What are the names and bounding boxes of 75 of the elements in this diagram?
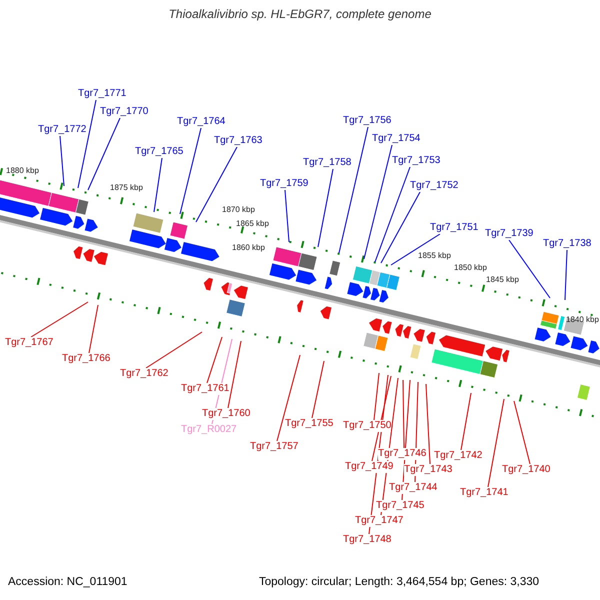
gene-label: Tgr7_1760 xyxy=(202,408,250,420)
gene-label: Tgr7_1747 xyxy=(355,515,404,527)
gene-label: Tgr7_R0027 xyxy=(181,424,237,436)
gene-label: Tgr7_1746 xyxy=(378,448,426,460)
leader-line xyxy=(78,100,96,188)
leader-line xyxy=(154,158,162,212)
leader-line xyxy=(514,400,530,464)
leader-line xyxy=(374,166,410,262)
position-label: 1850 kbp xyxy=(454,262,487,274)
gene-label: Tgr7_1757 xyxy=(250,441,298,453)
leader-line xyxy=(460,392,472,450)
gene-label: Tgr7_1766 xyxy=(62,353,110,365)
gene-label: Tgr7_1767 xyxy=(5,337,54,349)
leader-line xyxy=(508,240,550,298)
position-label: 1875 kbp xyxy=(110,182,143,194)
leader-line xyxy=(312,360,324,418)
gene-label: Tgr7_1750 xyxy=(343,420,392,432)
leader-line xyxy=(390,234,440,266)
gene-label: Tgr7_1772 xyxy=(38,124,86,136)
gene-label: Tgr7_1771 xyxy=(78,88,126,100)
position-label: 1840 kbp xyxy=(566,314,599,326)
leader-line xyxy=(364,144,392,260)
position-label: 1880 kbp xyxy=(6,165,39,177)
gene-label: Tgr7_1765 xyxy=(135,146,184,158)
gene-label: Tgr7_1761 xyxy=(181,383,230,395)
leader-line xyxy=(488,398,504,488)
leader-line xyxy=(426,384,430,464)
leader-line xyxy=(88,304,98,354)
position-label: 1845 kbp xyxy=(486,274,519,286)
gene-label: Tgr7_1763 xyxy=(214,135,262,147)
position-label: 1865 kbp xyxy=(236,218,269,230)
gene-label: Tgr7_1753 xyxy=(392,155,440,167)
leader-line xyxy=(402,380,404,448)
gene-label: Tgr7_1754 xyxy=(372,133,420,145)
gene-label: Tgr7_1751 xyxy=(430,222,478,234)
gene-label: Tgr7_1755 xyxy=(285,418,334,430)
leader-line xyxy=(318,168,334,248)
gene-label: Tgr7_1752 xyxy=(410,180,458,192)
gene-label: Tgr7_1762 xyxy=(120,368,168,380)
gene-label: Tgr7_1742 xyxy=(434,450,482,462)
gene-label: Tgr7_1741 xyxy=(460,487,508,499)
gene-label: Tgr7_1749 xyxy=(345,461,394,473)
title: Thioalkalivibrio sp. HL-EbGR7, complete genome xyxy=(168,8,432,20)
leader-line xyxy=(338,126,368,254)
gene-label: Tgr7_1759 xyxy=(260,178,308,190)
position-label: 1870 kbp xyxy=(222,204,255,216)
leader-line xyxy=(146,332,202,368)
leader-line xyxy=(180,128,202,214)
gene-label: Tgr7_1764 xyxy=(177,116,226,128)
leader-line xyxy=(374,372,380,420)
gene-label: Tgr7_1758 xyxy=(303,157,352,169)
leader-line xyxy=(276,354,300,442)
gene-label: Tgr7_1756 xyxy=(343,115,392,127)
position-label: 1860 kbp xyxy=(232,242,265,254)
gene-label: Tgr7_1744 xyxy=(389,482,438,494)
gene-label: Tgr7_1743 xyxy=(404,464,452,476)
leader-line xyxy=(228,340,242,408)
leader-line xyxy=(380,192,420,264)
leader-line xyxy=(206,336,222,384)
leader-line xyxy=(60,136,64,186)
gene-label: Tgr7_1739 xyxy=(485,228,534,240)
gene-label: Tgr7_1738 xyxy=(543,238,592,250)
leader-line xyxy=(372,376,392,462)
leader-line xyxy=(88,118,120,190)
leader-line xyxy=(30,302,88,338)
leader-line xyxy=(564,250,568,300)
genome-stats-text: Topology: circular; Length: 3,464,554 bp; Genes: 3,330 xyxy=(259,576,540,588)
leader-line xyxy=(196,146,238,222)
gene-label: Tgr7_1770 xyxy=(100,106,148,118)
gene-label: Tgr7_1740 xyxy=(502,464,550,476)
accession-text: Accession: NC_011901 xyxy=(8,576,128,588)
position-label: 1855 kbp xyxy=(418,250,451,262)
gene-label: Tgr7_1748 xyxy=(343,534,392,546)
leader-line xyxy=(284,190,290,242)
gene-label: Tgr7_1745 xyxy=(376,500,424,512)
